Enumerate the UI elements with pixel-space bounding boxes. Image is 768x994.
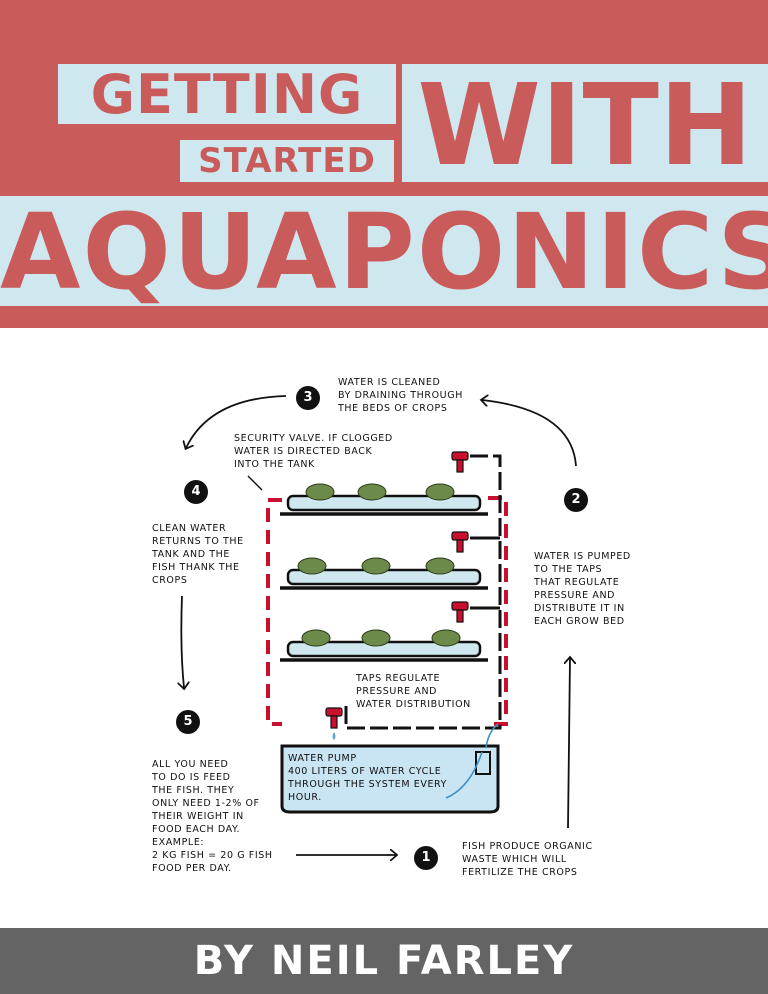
plant-icon (305, 483, 455, 501)
title-started: STARTED (180, 140, 394, 182)
step-4-text: CLEAN WATER RETURNS TO THE TANK AND THE … (152, 523, 244, 586)
step-badge-1: 1 (414, 846, 438, 870)
step-5-text: ALL YOU NEED TO DO IS FEED THE FISH. THE… (152, 759, 273, 874)
step-badge-5: 5 (176, 710, 200, 734)
title-with: WITH (402, 64, 768, 182)
arrow-3-to-4-icon (186, 395, 287, 448)
plant-icon (297, 557, 455, 575)
taps-label: TAPS REGULATE PRESSURE AND WATER DISTRIB… (356, 673, 471, 710)
arrow-up-to-2-icon (568, 658, 570, 829)
grow-bed-3-icon (280, 640, 488, 662)
arrow-4-to-5-icon (181, 595, 184, 688)
return-pipe-right-icon (488, 496, 508, 726)
title-banner: GETTING STARTED WITH AQUAPONICS (0, 0, 768, 328)
water-drop-icon (332, 732, 336, 740)
label-pointer-icon (247, 475, 263, 491)
security-valve-label: SECURITY VALVE. IF CLOGGED WATER IS DIRE… (234, 433, 393, 470)
tap-icon (451, 451, 469, 473)
fish-tank-icon (280, 723, 500, 814)
supply-pipe-icon (344, 454, 502, 730)
step-badge-3: 3 (296, 386, 320, 410)
tap-icon (451, 601, 469, 623)
title-aquaponics: AQUAPONICS (0, 191, 768, 313)
arrow-2-to-3-icon (482, 400, 577, 467)
aquaponics-diagram: 3 2 4 5 1 WATER IS CLEANED BY DRAINING T… (0, 328, 768, 928)
plant-icon (301, 629, 461, 647)
step-3-text: WATER IS CLEANED BY DRAINING THROUGH THE… (338, 377, 463, 414)
water-pump-label: WATER PUMP 400 LITERS OF WATER CYCLE THR… (288, 753, 448, 803)
step-2-text: WATER IS PUMPED TO THE TAPS THAT REGULAT… (534, 551, 631, 627)
tap-icon (451, 531, 469, 553)
author-byline: BY NEIL FARLEY (193, 938, 575, 984)
step-1-text: FISH PRODUCE ORGANIC WASTE WHICH WILL FE… (462, 841, 593, 878)
title-getting: GETTING (58, 64, 396, 124)
footer-bar: BY NEIL FARLEY (0, 928, 768, 994)
step-badge-2: 2 (564, 488, 588, 512)
tap-icon (325, 707, 343, 729)
step-badge-4: 4 (184, 480, 208, 504)
diagram-drawing (0, 328, 577, 928)
return-pipe-left-icon (266, 498, 282, 726)
